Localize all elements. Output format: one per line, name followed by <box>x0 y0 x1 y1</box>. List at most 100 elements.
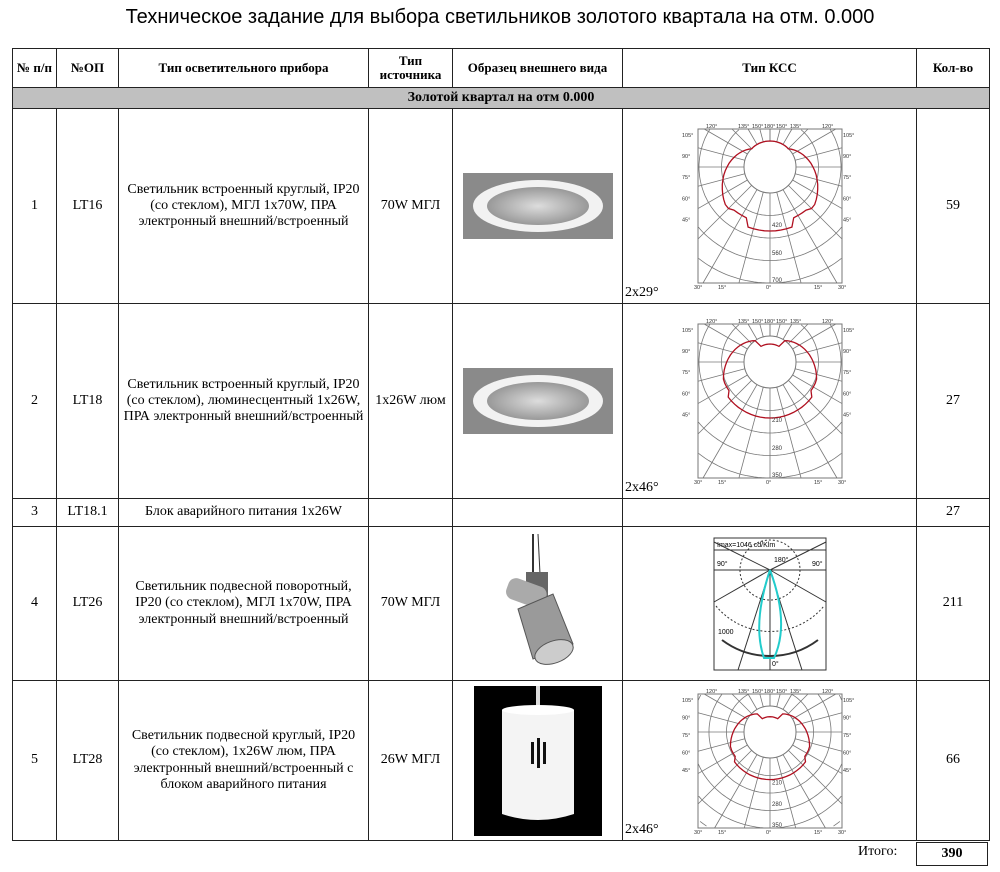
angle-label: 135° <box>738 689 749 695</box>
angle-label: 180° <box>764 124 775 130</box>
row-source: 1х26W люм <box>368 303 453 499</box>
polar-center <box>743 335 796 389</box>
angle-label: 90° <box>682 349 690 355</box>
polar-ring <box>699 820 707 826</box>
luminaire-table: № п/п №ОП Тип осветительного прибора Тип… <box>12 48 990 841</box>
polar-spoke <box>697 711 745 726</box>
angle-label: 0° <box>766 480 771 486</box>
polar-spoke <box>731 693 752 714</box>
ring-label: 1000 <box>718 629 734 636</box>
polar-ring <box>769 324 841 434</box>
polar-spoke <box>794 147 842 161</box>
polar-diagram: 420560700120°135°150°180°150°135°120°105… <box>682 124 854 291</box>
angle-label: 60° <box>843 750 851 756</box>
recessed-downlight-image <box>462 368 613 434</box>
total-value: 390 <box>916 842 988 866</box>
angle-label: 150° <box>752 124 763 130</box>
angle-label: 105° <box>682 328 693 334</box>
polar-spoke <box>697 342 745 356</box>
polar-spoke <box>787 380 842 435</box>
header-source: Тип источника <box>368 48 453 88</box>
polar-spoke <box>697 749 752 804</box>
polar-ring <box>697 421 770 456</box>
angle-label: 90° <box>843 349 851 355</box>
polar-spoke <box>775 693 781 707</box>
angle-label: 0° <box>766 830 771 836</box>
angle-label: 15° <box>814 830 822 836</box>
header-num: № п/п <box>12 48 57 88</box>
angle-label: 120° <box>822 689 833 695</box>
polar-spoke <box>791 693 836 719</box>
table-row: 4 LT26 Светильник подвесной поворотный, … <box>12 526 990 681</box>
kss-label: 2х46° <box>625 821 659 837</box>
header-kss: Тип КСС <box>622 48 917 88</box>
row-qty: 59 <box>916 108 990 304</box>
row-op: LT18.1 <box>56 498 119 527</box>
polar-diagram: 210280350120°135°150°180°150°135°120°105… <box>682 319 854 486</box>
angle-label: 0° <box>766 285 771 291</box>
row-source: 70W МГЛ <box>368 108 453 304</box>
polar-spoke <box>713 753 757 828</box>
angle-label: 45° <box>843 217 851 223</box>
polar-ring <box>697 795 770 828</box>
angle-label: 45° <box>843 412 851 418</box>
polar-ring <box>698 324 770 434</box>
header-type: Тип осветительного прибора <box>118 48 369 88</box>
angle-label: 135° <box>738 319 749 325</box>
header-sample: Образец внешнего вида <box>452 48 623 88</box>
angle-label: 180° <box>764 689 775 695</box>
polar-ring <box>769 693 831 793</box>
angle-label: 135° <box>790 689 801 695</box>
polar-spoke <box>702 384 757 479</box>
angle-label: 120° <box>706 319 717 325</box>
polar-ring <box>769 258 842 284</box>
polar-spoke <box>697 173 745 187</box>
polar-spoke <box>782 189 837 284</box>
polar-ring <box>697 258 770 284</box>
angle-label: 135° <box>738 124 749 130</box>
polar-ring <box>832 820 840 826</box>
polar-spoke <box>787 185 842 240</box>
intensity-curve <box>721 140 818 232</box>
row-type: Светильник встроенный круглый, IP20 (со … <box>118 108 369 304</box>
kss-cell: Imax=1046 cd/Klm 90° 90° 180° 0° 1000 <box>622 526 917 681</box>
polar-spoke <box>697 744 748 774</box>
table-row: 1 LT16 Светильник встроенный круглый, IP… <box>12 108 990 304</box>
angle-label: 90° <box>717 560 728 568</box>
row-num: 3 <box>12 498 57 527</box>
polar-spoke <box>703 693 748 719</box>
polar-spoke <box>697 737 745 752</box>
polar-ring <box>769 324 819 411</box>
angle-label: 150° <box>776 319 787 325</box>
angle-label: 30° <box>838 830 846 836</box>
row-qty: 27 <box>916 498 990 527</box>
angle-label: 150° <box>752 689 763 695</box>
section-row: Золотой квартал на отм 0.000 <box>12 87 990 109</box>
row-source: 70W МГЛ <box>368 526 453 681</box>
polar-spoke <box>794 711 842 726</box>
polar-spoke <box>703 128 748 155</box>
row-num: 5 <box>12 680 57 841</box>
angle-label: 30° <box>838 480 846 486</box>
polar-spoke <box>794 342 842 356</box>
intensity-curve <box>729 712 810 780</box>
angle-label: 15° <box>814 480 822 486</box>
polar-ring <box>697 226 770 261</box>
angle-label: 135° <box>790 319 801 325</box>
sample-image <box>452 498 623 527</box>
row-type: Светильник подвесной круглый, IP20 (со с… <box>118 680 369 841</box>
ring-label: 210 <box>772 780 783 786</box>
sample-image <box>452 526 623 681</box>
polar-ring <box>720 324 770 411</box>
polar-spoke <box>697 185 752 240</box>
polar-spoke <box>758 693 764 707</box>
angle-label: 45° <box>682 412 690 418</box>
row-qty: 27 <box>916 303 990 499</box>
polar-spoke <box>782 753 826 828</box>
angle-label: 180° <box>774 556 789 564</box>
angle-label: 105° <box>843 133 854 139</box>
angle-label: 150° <box>776 124 787 130</box>
angle-label: 45° <box>682 217 690 223</box>
angle-label: 90° <box>843 715 851 721</box>
row-op: LT26 <box>56 526 119 681</box>
